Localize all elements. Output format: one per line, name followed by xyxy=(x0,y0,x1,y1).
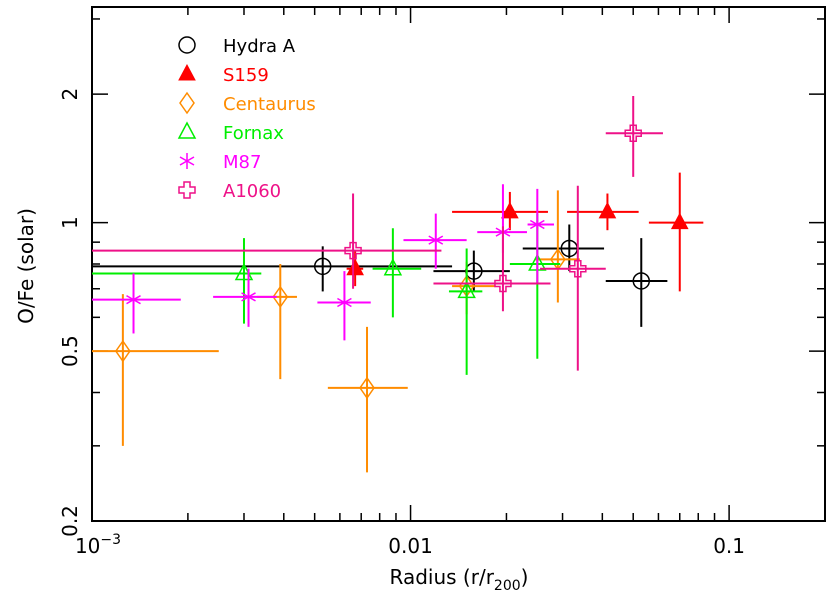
diamond-marker xyxy=(114,339,131,363)
data-point xyxy=(92,193,442,289)
legend-item: Hydra A xyxy=(178,36,296,57)
triangle-marker xyxy=(457,280,476,299)
series-centaurus xyxy=(92,190,580,473)
data-point xyxy=(433,226,551,312)
data-point xyxy=(317,271,371,341)
cross-marker xyxy=(178,181,196,199)
data-series xyxy=(92,95,704,473)
diamond-marker xyxy=(272,285,289,309)
x-tick-labels: 10−3 0.01 0.1 xyxy=(75,532,745,558)
y-tick-labels: 0.2 0.5 1 2 xyxy=(58,88,82,537)
legend-item: S159 xyxy=(178,63,269,86)
x-axis-title: Radius (r/r200) xyxy=(390,565,529,594)
data-point xyxy=(213,268,277,327)
circle-marker xyxy=(178,36,196,54)
y-tick-label: 2 xyxy=(58,88,82,101)
y-tick-label: 0.2 xyxy=(58,505,82,537)
asterisk-stroke xyxy=(179,156,195,166)
data-point xyxy=(346,250,364,287)
x-tick-label: 0.1 xyxy=(713,534,745,558)
cross-marker xyxy=(344,241,362,260)
triangle-marker xyxy=(501,201,519,219)
legend-label: Fornax xyxy=(223,123,284,144)
x-tick-label: 10−3 xyxy=(75,532,121,558)
circle-marker xyxy=(632,272,651,290)
diamond-marker xyxy=(179,91,195,115)
x-tick-label: 0.01 xyxy=(388,534,433,558)
y-tick-label: 0.5 xyxy=(58,335,82,367)
legend-item: Centaurus xyxy=(179,91,316,115)
cross-marker xyxy=(494,274,512,293)
cross-marker xyxy=(624,124,642,142)
legend-label: A1060 xyxy=(223,181,281,202)
legend-label: S159 xyxy=(223,65,269,86)
asterisk-stroke xyxy=(126,295,141,305)
asterisk-stroke xyxy=(337,297,352,308)
legend-label: Centaurus xyxy=(223,94,316,115)
data-point xyxy=(448,248,483,375)
data-point xyxy=(605,238,668,327)
asterisk-stroke xyxy=(241,292,256,302)
axis-ticks xyxy=(91,7,826,522)
y-axis-title: O/Fe (solar) xyxy=(14,208,38,324)
triangle-marker xyxy=(177,121,197,139)
data-point xyxy=(648,172,704,292)
triangle-marker xyxy=(598,201,617,219)
legend-item: M87 xyxy=(179,152,261,173)
circle-marker xyxy=(313,257,332,276)
legend-item: A1060 xyxy=(178,181,281,202)
triangle-marker xyxy=(670,212,689,230)
asterisk-stroke xyxy=(428,235,444,245)
cross-marker xyxy=(569,259,587,278)
data-point xyxy=(540,185,606,371)
data-point xyxy=(534,190,580,303)
data-point xyxy=(452,191,548,231)
legend-label: Hydra A xyxy=(223,36,296,57)
triangle-marker xyxy=(383,258,403,276)
data-point xyxy=(257,264,297,380)
data-point xyxy=(509,213,561,359)
triangle-marker xyxy=(346,258,364,276)
legend-item: Fornax xyxy=(177,121,284,144)
data-point xyxy=(92,294,219,446)
data-point xyxy=(372,228,422,318)
asterisk-stroke xyxy=(529,219,545,230)
data-point xyxy=(567,193,639,231)
data-point xyxy=(327,326,408,473)
legend-label: M87 xyxy=(223,152,261,173)
data-point xyxy=(605,95,663,177)
y-tick-label: 1 xyxy=(58,216,82,229)
data-point xyxy=(92,273,181,334)
series-a1060 xyxy=(92,95,663,371)
diamond-marker xyxy=(359,376,375,400)
triangle-marker xyxy=(178,63,196,81)
plot-frame xyxy=(91,6,826,522)
data-point xyxy=(527,188,554,284)
series-s159 xyxy=(346,172,704,292)
data-point xyxy=(403,213,467,269)
